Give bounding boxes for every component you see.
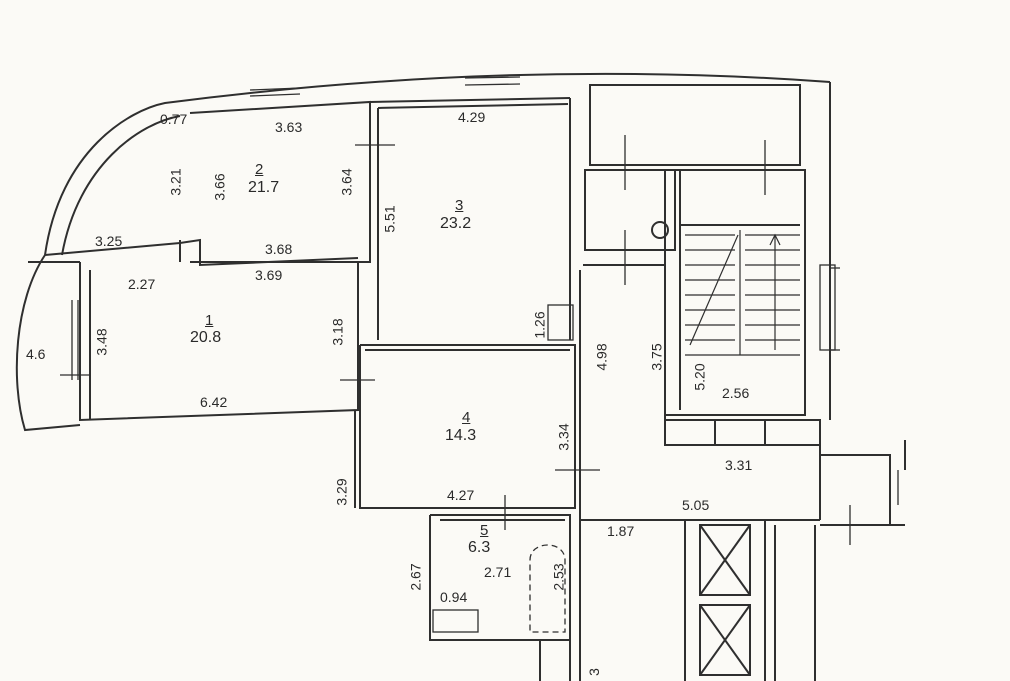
dim-label: 4.29 — [458, 109, 486, 125]
dim-label: 3.29 — [333, 478, 350, 506]
room-1-number: 1 — [205, 312, 214, 329]
room-2-area: 21.7 — [248, 179, 280, 196]
dim-label: 3.66 — [211, 173, 228, 201]
dim-label: 3.48 — [93, 328, 110, 356]
dim-label: 6.42 — [200, 394, 228, 410]
west-wall-curve — [15, 254, 81, 432]
outer-facade-inner — [61, 115, 181, 256]
dim-label: 5.51 — [381, 205, 398, 233]
dim-label: 3.31 — [725, 457, 753, 473]
dim-label: 3.18 — [329, 318, 346, 346]
dim-label: 0.77 — [160, 111, 188, 127]
dim-label: 2.53 — [550, 563, 567, 591]
dim-label: 2.27 — [128, 276, 156, 292]
dim-label: 3 — [585, 668, 602, 676]
room-5-number: 5 — [480, 522, 489, 539]
room-2-number: 2 — [255, 161, 264, 178]
dim-label: 4.6 — [26, 346, 46, 362]
room-3-area: 23.2 — [440, 215, 472, 232]
dim-label: 5.05 — [682, 497, 710, 513]
dim-label: 3.34 — [555, 423, 572, 451]
dim-label: 2.67 — [407, 563, 424, 591]
dim-label: 3.63 — [275, 119, 303, 135]
dim-label: 1.26 — [531, 311, 548, 339]
dim-label: 3.64 — [338, 168, 355, 196]
dim-label: 4.98 — [593, 343, 610, 371]
dim-label: 5.20 — [691, 363, 708, 391]
elevator-2 — [699, 604, 751, 676]
dim-label: 3.75 — [648, 343, 665, 371]
dim-label: 3.68 — [265, 241, 293, 257]
dim-label: 2.71 — [484, 564, 512, 580]
dim-label: 2.56 — [722, 385, 750, 401]
elevator-1 — [699, 524, 751, 596]
wall-room4 — [359, 344, 576, 509]
room-1-area: 20.8 — [190, 329, 222, 346]
dim-label: 0.94 — [440, 589, 468, 605]
room-5-area: 6.3 — [468, 539, 491, 556]
dim-label: 3.21 — [167, 168, 184, 196]
room-4-number: 4 — [462, 409, 471, 426]
dim-label: 1.87 — [607, 523, 635, 539]
stair-block — [664, 169, 806, 416]
dim-label: 4.27 — [447, 487, 475, 503]
dim-label: 3.25 — [95, 233, 123, 249]
dim-label: 3.69 — [255, 267, 283, 283]
wall-room1 — [79, 262, 359, 422]
room-4-area: 14.3 — [445, 427, 477, 444]
room-3-number: 3 — [455, 197, 464, 214]
